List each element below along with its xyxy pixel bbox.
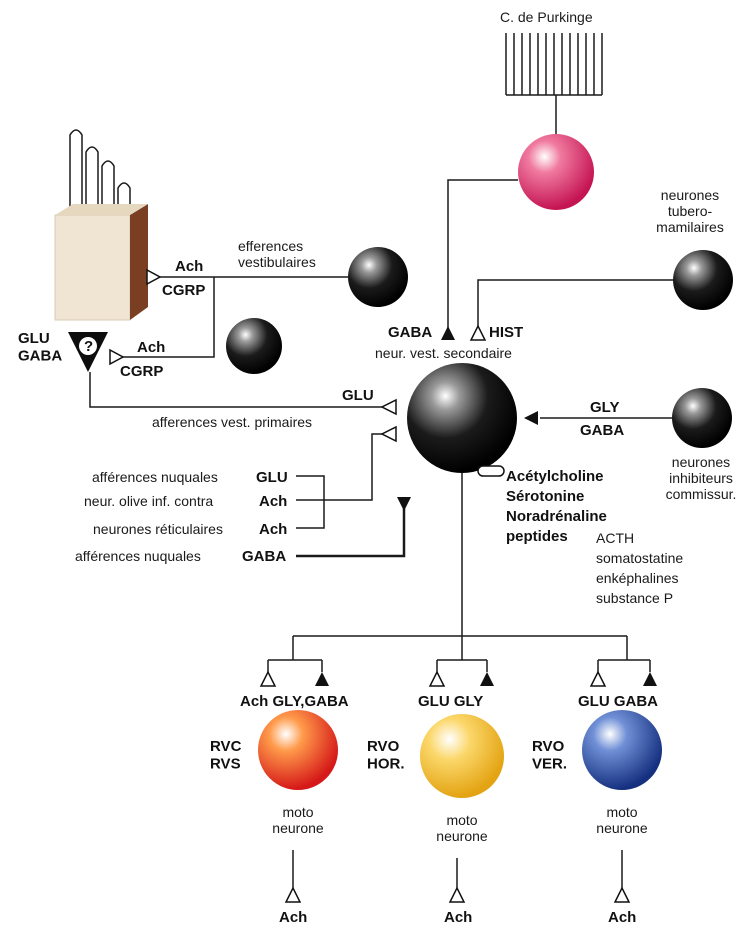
peptide-1: ACTH <box>596 530 634 546</box>
efferent-neuron <box>348 247 408 307</box>
input-nt-4: GABA <box>242 548 286 565</box>
glu-synapse-icon <box>380 398 397 416</box>
input-synapse-icon <box>380 425 397 443</box>
motor2-gly-synapse-icon <box>480 672 494 686</box>
motor2-output: Ach <box>444 909 472 926</box>
afferences-prim-label: afferences vest. primaires <box>152 414 312 430</box>
purkinje-dendrites <box>505 33 603 140</box>
hair-cell-organ <box>54 129 148 321</box>
motor1-gly-synapse-icon <box>315 672 329 686</box>
input-label-2: neur. olive inf. contra <box>84 493 213 509</box>
motor1-output-synapse-icon <box>284 886 302 903</box>
purkinje-axon <box>447 179 518 328</box>
peptide-4: substance P <box>596 590 673 606</box>
tubero-axon <box>477 279 673 328</box>
input-bracket-1 <box>296 475 325 529</box>
motor-neuron-red <box>258 710 338 790</box>
secretion-vesicle-icon <box>477 465 505 477</box>
primary-afferent-axon <box>89 372 382 408</box>
input-nt-2: Ach <box>259 493 287 510</box>
motor1-ach-synapse-icon <box>259 670 277 687</box>
gaba-synapse-icon <box>441 326 455 340</box>
input-label-1: afférences nuquales <box>92 469 218 485</box>
motor2-inputs: GLU GLY <box>418 693 483 710</box>
ach-synapse-2-icon <box>109 348 125 366</box>
central-vestibular-neuron <box>407 363 517 473</box>
ach-synapse-1-icon <box>146 268 162 286</box>
input-label-3: neurones réticulaires <box>93 521 223 537</box>
motor3-output: Ach <box>608 909 636 926</box>
input-nt-1: GLU <box>256 469 288 486</box>
primary-afferent-neuron <box>226 318 282 374</box>
motor1-inputs: Ach GLY,GABA <box>240 693 349 710</box>
question-label: ? <box>84 338 93 355</box>
motor2-output-synapse-icon <box>448 886 466 903</box>
nt-3: Noradrénaline <box>506 508 607 525</box>
purkinje-cell <box>518 134 594 210</box>
question-badge <box>79 337 97 355</box>
motor-neuron-blue <box>582 710 662 790</box>
motor3-gaba-synapse-icon <box>643 672 657 686</box>
hist-label: HIST <box>489 324 523 341</box>
efferent-axon-2 <box>122 277 215 358</box>
input-line-olive <box>296 433 382 501</box>
output-tree <box>267 473 651 672</box>
motor2-glu-synapse-icon <box>428 670 446 687</box>
nt-1: Acétylcholine <box>506 468 604 485</box>
peptide-3: enképhalines <box>596 570 679 586</box>
motor-neuron-yellow <box>420 714 504 798</box>
gaba-label: GABA <box>388 324 432 341</box>
peptide-2: somatostatine <box>596 550 683 566</box>
neur-vest-label: neur. vest. secondaire <box>375 345 512 361</box>
cgrp2-label: CGRP <box>120 363 163 380</box>
gaba-right-label: GABA <box>580 422 624 439</box>
hist-synapse-icon <box>469 324 487 341</box>
motor3-output-synapse-icon <box>613 886 631 903</box>
ach1-label: Ach <box>175 258 203 275</box>
input-list: afférences nuquales GLU neur. olive inf.… <box>75 469 288 565</box>
cgrp1-label: CGRP <box>162 282 205 299</box>
input-label-4: afférences nuquales <box>75 548 201 564</box>
motor3-glu-synapse-icon <box>589 670 607 687</box>
nt-2: Sérotonine <box>506 488 584 505</box>
commissural-neuron <box>672 388 732 448</box>
motor3-inputs: GLU GABA <box>578 693 658 710</box>
input-nt-3: Ach <box>259 521 287 538</box>
gly-gaba-synapse-icon <box>524 411 538 425</box>
nt-4: peptides <box>506 528 568 545</box>
motor1-output: Ach <box>279 909 307 926</box>
glu-prim-label: GLU <box>342 387 374 404</box>
purkinje-label: C. de Purkinge <box>500 9 593 25</box>
tubero-neuron <box>673 250 733 310</box>
neurotransmitter-list: Acétylcholine Sérotonine Noradrénaline p… <box>506 468 683 606</box>
gaba-input-synapse-icon <box>397 497 411 511</box>
ach2-label: Ach <box>137 339 165 356</box>
gly-label: GLY <box>590 399 619 416</box>
input-line-gaba <box>296 500 406 558</box>
